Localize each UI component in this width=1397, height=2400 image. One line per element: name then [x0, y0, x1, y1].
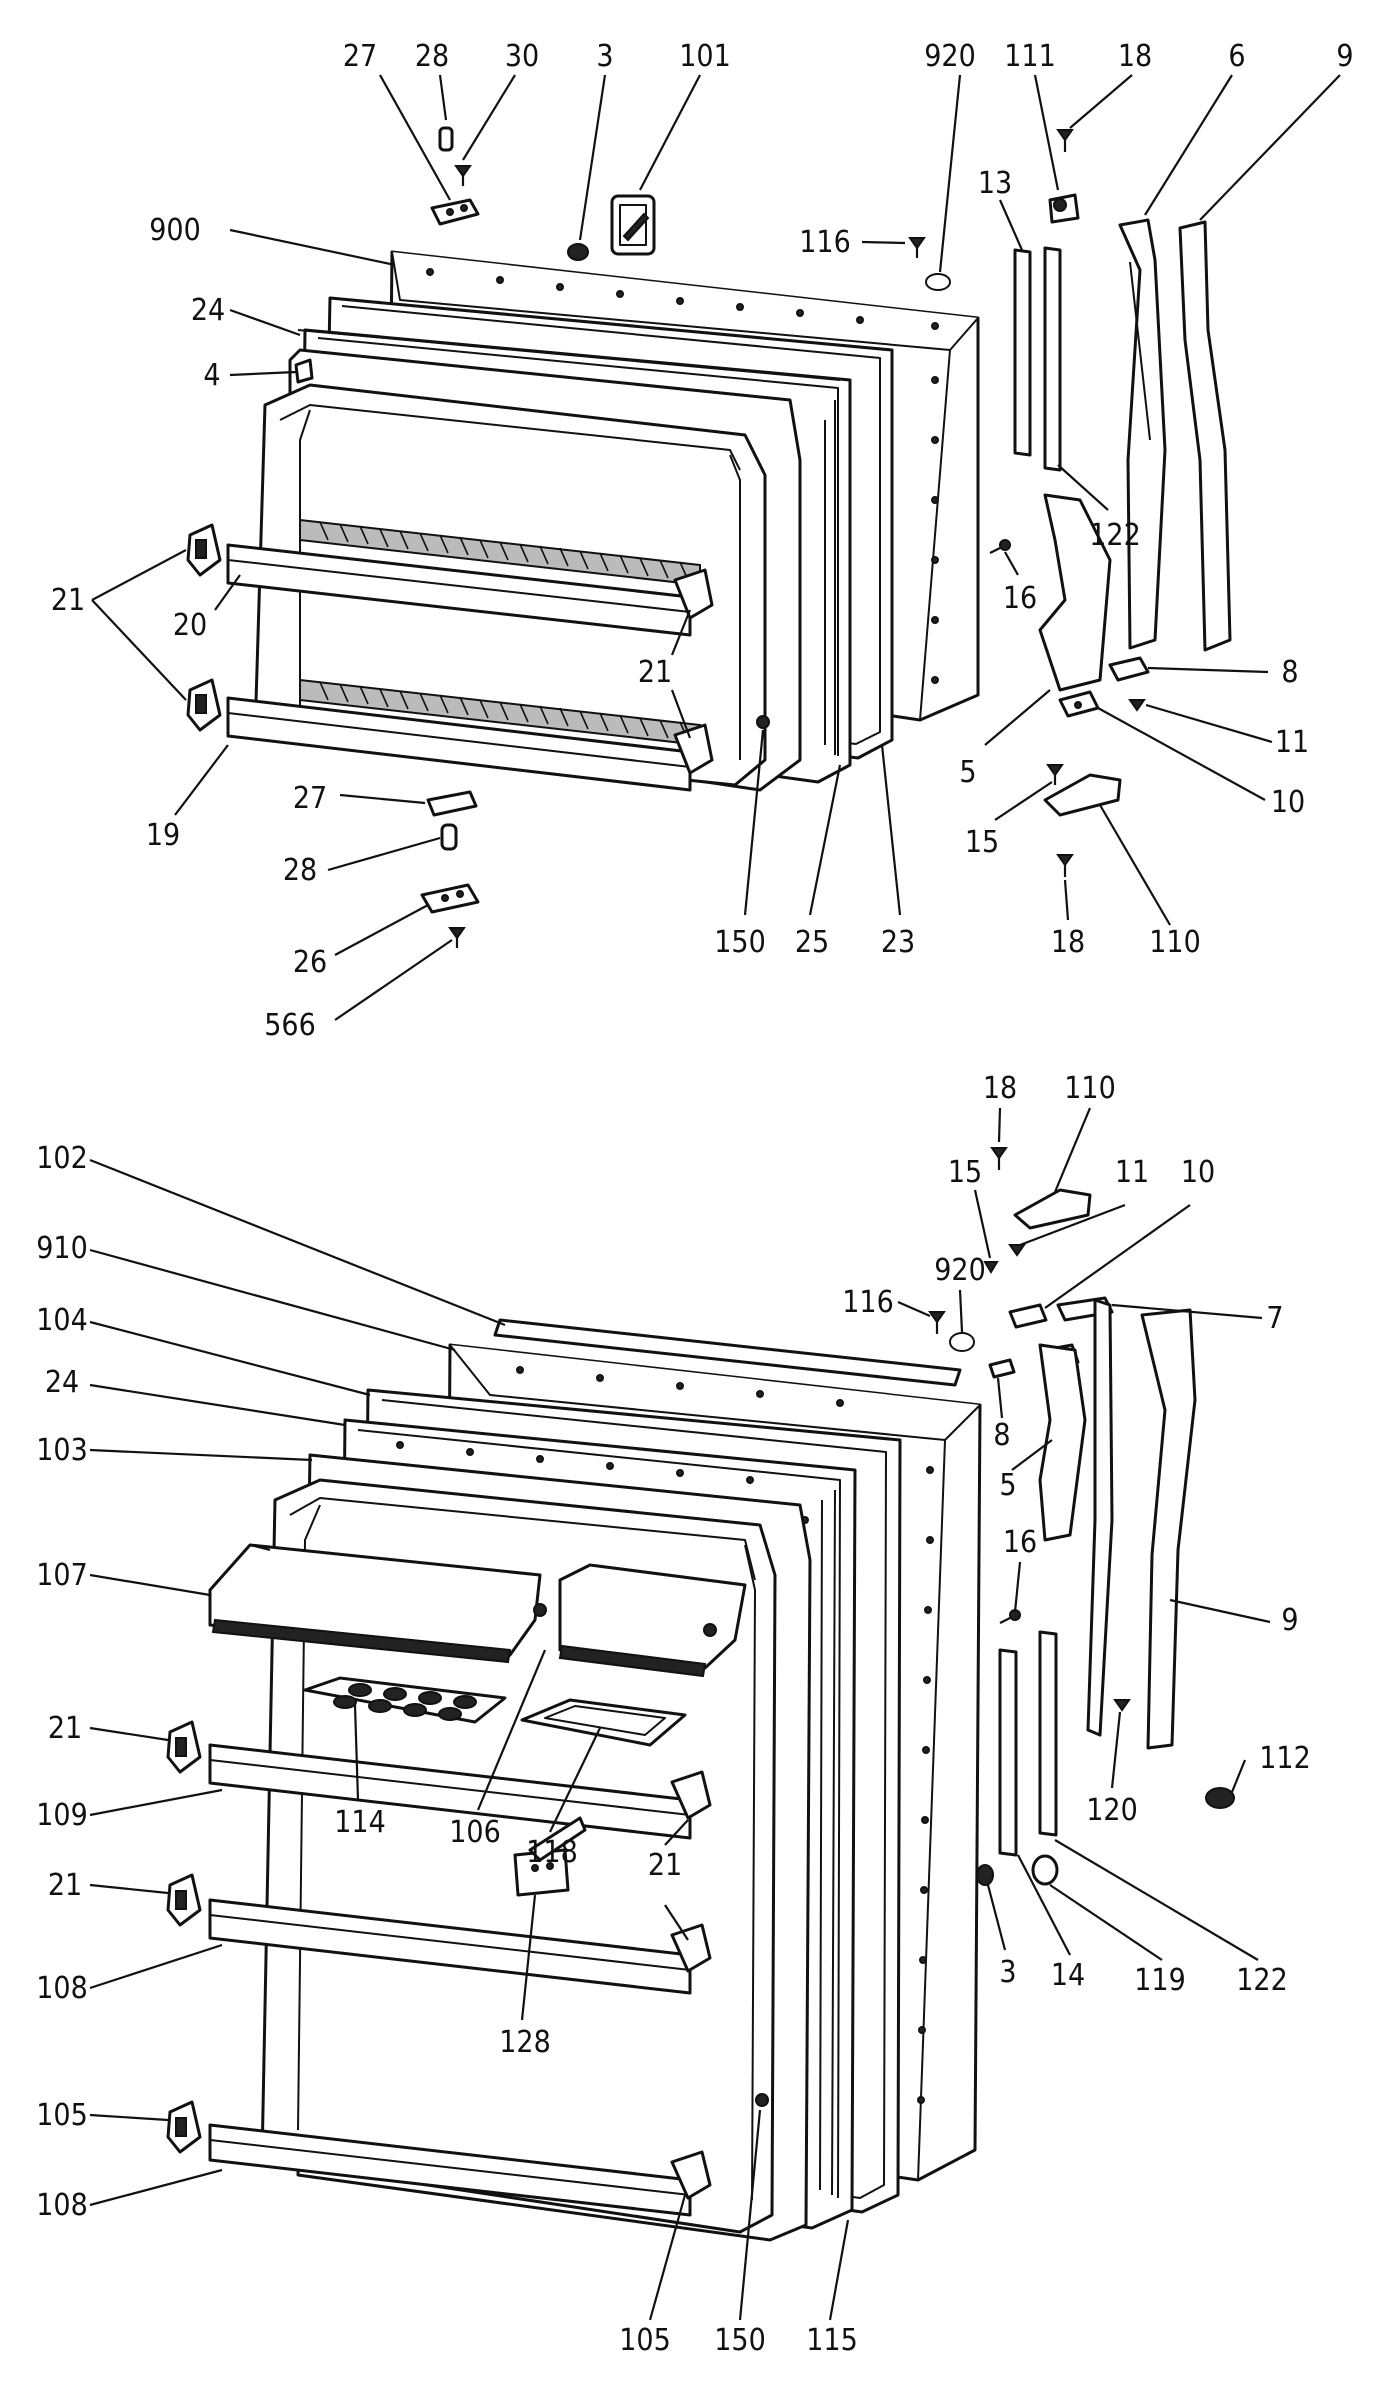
bottom-leader-lines: [89, 1107, 1271, 2321]
callout-3: 3: [596, 39, 613, 74]
callout-8: 8: [1281, 655, 1298, 690]
callout-114: 114: [334, 1805, 386, 1840]
callout-110: 110: [1149, 925, 1201, 960]
callout-120: 120: [1086, 1793, 1138, 1828]
callout-10: 10: [1181, 1155, 1215, 1190]
callout-108: 108: [36, 1971, 88, 2006]
callout-122: 122: [1236, 1963, 1288, 1998]
callout-115: 115: [806, 2323, 858, 2358]
callout-128: 128: [499, 2025, 551, 2060]
callout-26: 26: [293, 945, 327, 980]
callout-24: 24: [191, 293, 225, 328]
callout-119: 119: [1134, 1963, 1186, 1998]
top-callout-labels: 27 28 30 3 101 920 111 18 6 9 900 116 13…: [51, 39, 1354, 1043]
callout-11: 11: [1115, 1155, 1149, 1190]
fresh-food-door-assembly: [166, 1147, 1235, 2242]
callout-14: 14: [1051, 1958, 1085, 1993]
callout-11: 11: [1275, 725, 1309, 760]
callout-18: 18: [1118, 39, 1152, 74]
callout-25: 25: [795, 925, 829, 960]
callout-21: 21: [648, 1848, 682, 1883]
callout-920: 920: [934, 1253, 986, 1288]
callout-28: 28: [283, 853, 317, 888]
callout-122: 122: [1089, 518, 1141, 553]
top-leader-lines: [91, 74, 1341, 1021]
callout-108: 108: [36, 2188, 88, 2223]
callout-5: 5: [959, 755, 976, 790]
callout-116: 116: [799, 225, 851, 260]
callout-16: 16: [1003, 581, 1037, 616]
callout-105: 105: [36, 2098, 88, 2133]
callout-106: 106: [449, 1815, 501, 1850]
callout-21: 21: [48, 1711, 82, 1746]
callout-116: 116: [842, 1285, 894, 1320]
callout-101: 101: [679, 39, 731, 74]
callout-30: 30: [505, 39, 539, 74]
callout-105: 105: [619, 2323, 671, 2358]
callout-15: 15: [948, 1155, 982, 1190]
callout-566: 566: [264, 1008, 316, 1043]
callout-20: 20: [173, 608, 207, 643]
freezer-door-assembly: [186, 126, 1232, 948]
callout-103: 103: [36, 1433, 88, 1468]
callout-9: 9: [1336, 39, 1353, 74]
callout-111: 111: [1004, 39, 1056, 74]
callout-112: 112: [1259, 1741, 1311, 1776]
callout-13: 13: [978, 166, 1012, 201]
callout-27: 27: [343, 39, 377, 74]
callout-900: 900: [149, 213, 201, 248]
callout-102: 102: [36, 1141, 88, 1176]
callout-15: 15: [965, 825, 999, 860]
callout-10: 10: [1271, 785, 1305, 820]
callout-110: 110: [1064, 1071, 1116, 1106]
callout-150: 150: [714, 2323, 766, 2358]
callout-104: 104: [36, 1303, 88, 1338]
callout-27: 27: [293, 781, 327, 816]
callout-150: 150: [714, 925, 766, 960]
callout-3: 3: [999, 1955, 1016, 1990]
callout-9: 9: [1281, 1603, 1298, 1638]
callout-21: 21: [638, 655, 672, 690]
callout-109: 109: [36, 1798, 88, 1833]
callout-7: 7: [1266, 1301, 1283, 1336]
callout-920: 920: [924, 39, 976, 74]
callout-4: 4: [203, 358, 220, 393]
callout-28: 28: [415, 39, 449, 74]
callout-16: 16: [1003, 1525, 1037, 1560]
callout-910: 910: [36, 1231, 88, 1266]
callout-24: 24: [45, 1365, 79, 1400]
callout-21: 21: [51, 583, 85, 618]
callout-23: 23: [881, 925, 915, 960]
callout-8: 8: [993, 1418, 1010, 1453]
callout-21: 21: [48, 1868, 82, 1903]
callout-118: 118: [526, 1835, 578, 1870]
callout-107: 107: [36, 1558, 88, 1593]
callout-18: 18: [1051, 925, 1085, 960]
callout-18: 18: [983, 1071, 1017, 1106]
callout-19: 19: [146, 818, 180, 853]
bottom-callout-labels: 18 110 15 11 10 102 910 920 116 7 104 24…: [36, 1071, 1311, 2358]
callout-6: 6: [1228, 39, 1245, 74]
callout-5: 5: [999, 1468, 1016, 1503]
